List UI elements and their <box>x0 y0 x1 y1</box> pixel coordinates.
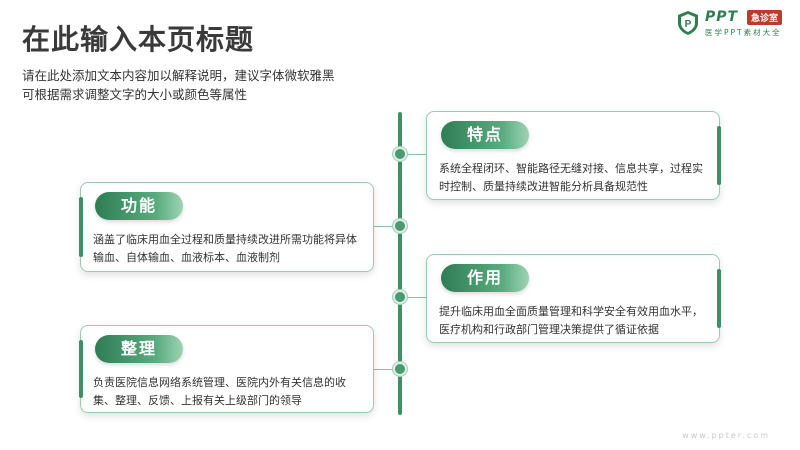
watermark: www.ppter.com <box>682 431 770 440</box>
card-text: 提升临床用血全面质量管理和科学安全有效用血水平，医疗机构和行政部门管理决策提供了… <box>439 305 703 336</box>
card-text: 涵盖了临床用血全过程和质量持续改进所需功能将异体输血、自体输血、血液标本、血液制… <box>93 233 357 264</box>
subtitle-line-2: 可根据需求调整文字的大小或颜色等属性 <box>22 87 248 102</box>
timeline-dot-2 <box>393 219 407 233</box>
card-accent-bar <box>79 340 83 398</box>
card-text: 负责医院信息网络系统管理、医院内外有关信息的收集、整理、反馈、上报有关上级部门的… <box>93 376 346 407</box>
logo-brand-text: PPT <box>705 9 739 25</box>
connector-1 <box>402 154 426 155</box>
card-effects: 作用 提升临床用血全面质量管理和科学安全有效用血水平，医疗机构和行政部门管理决策… <box>426 254 721 343</box>
card-text: 系统全程闭环、智能路径无缝对接、信息共享，过程实时控制、质量持续改进智能分析具备… <box>439 162 703 193</box>
connector-2 <box>374 226 398 227</box>
page-subtitle: 请在此处添加文本内容加以解释说明，建议字体微软雅黑 可根据需求调整文字的大小或颜… <box>22 66 382 104</box>
timeline-dot-4 <box>393 362 407 376</box>
logo-tagline: 医学PPT素材大全 <box>705 28 782 37</box>
connector-4 <box>374 369 398 370</box>
card-accent-bar <box>717 126 721 185</box>
card-functions: 功能 涵盖了临床用血全过程和质量持续改进所需功能将异体输血、自体输血、血液标本、… <box>79 182 374 272</box>
card-title: 功能 <box>95 192 184 220</box>
card-title: 特点 <box>441 121 530 149</box>
subtitle-line-1: 请在此处添加文本内容加以解释说明，建议字体微软雅黑 <box>22 68 335 83</box>
card-organize: 整理 负责医院信息网络系统管理、医院内外有关信息的收集、整理、反馈、上报有关上级… <box>79 325 374 413</box>
connector-3 <box>402 297 426 298</box>
card-title: 整理 <box>95 335 184 363</box>
page-title: 在此输入本页标题 <box>22 23 255 56</box>
logo-badge: 急诊室 <box>747 10 783 25</box>
card-accent-bar <box>79 197 83 257</box>
svg-text:P: P <box>685 19 692 30</box>
timeline-dot-1 <box>393 147 407 161</box>
card-accent-bar <box>717 269 721 328</box>
timeline-line <box>398 112 402 415</box>
brand-logo: P PPT 急诊室 医学PPT素材大全 <box>677 8 795 40</box>
card-title: 作用 <box>441 264 530 292</box>
card-features: 特点 系统全程闭环、智能路径无缝对接、信息共享，过程实时控制、质量持续改进智能分… <box>426 111 721 200</box>
timeline-dot-3 <box>393 290 407 304</box>
shield-icon: P <box>678 11 698 35</box>
